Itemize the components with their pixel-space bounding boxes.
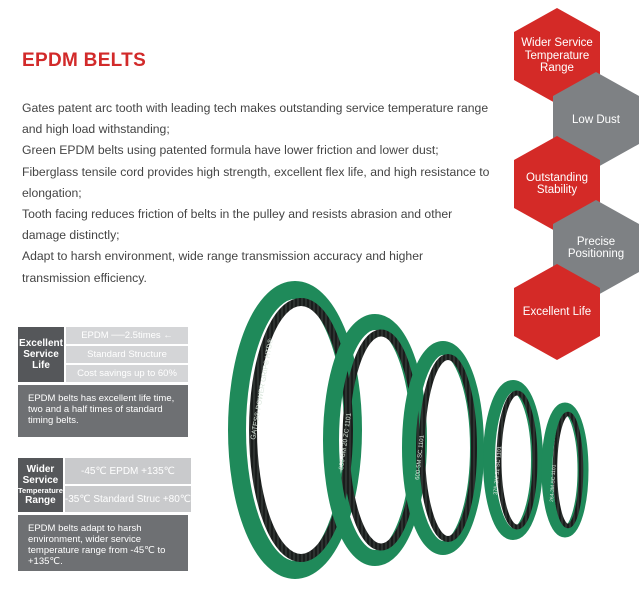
feature-label: Precise Positioning [567,235,625,261]
product-description: Gates patent arc tooth with leading tech… [22,98,490,289]
belt-print: 600-5M SC 1101 [415,434,426,480]
belt-medium: 600-5M SC 1101 [402,341,484,555]
description-line: Gates patent arc tooth with leading tech… [22,101,489,137]
comparison-cell: EPDM ──2.5times ← [66,327,188,344]
feature-label: Excellent Life [522,305,592,318]
service-life-panel: Excellent Service Life EPDM ──2.5times ←… [18,327,188,437]
label-line: Wider Service [22,464,59,486]
belt-print: 375-3M 51 SC 1101 [493,446,503,495]
belt-print: 264-3M SC 1101 [549,464,558,502]
comparison-cell: Cost savings up to 60% [66,365,188,382]
feature-label: Outstanding Stability [525,171,588,197]
belts-illustration: GATES® POWER GRIP® HTD® 800-8M 20 ZC 110… [228,281,589,579]
temperature-range-note: EPDM belts adapt to harsh environment, w… [18,515,188,571]
page-title: EPDM BELTS [22,50,147,71]
service-life-note: EPDM belts has excellent life time, two … [18,385,188,437]
label-line: Range [25,495,56,506]
description-line: Green EPDM belts using patented formula … [22,143,439,158]
description-line: Fiberglass tensile cord provides high st… [22,164,490,200]
belt-small: 375-3M 51 SC 1101 [483,380,543,540]
description-line: Tooth facing reduces friction of belts i… [22,207,453,243]
temperature-cell: -35℃ Standard Struc +80℃ [64,486,192,512]
temperature-cell: -45℃ EPDM +135℃ [64,458,192,484]
feature-label: Wider Service Temperature Range [521,37,593,75]
label-line-small: Temperature [18,486,63,495]
temperature-range-panel: Wider Service Temperature Range -45℃ EPD… [18,458,192,571]
description-line: Adapt to harsh environment, wide range t… [22,249,424,285]
feature-label: Low Dust [572,113,620,126]
temperature-range-label: Wider Service Temperature Range [18,458,63,512]
service-life-label: Excellent Service Life [18,327,64,382]
belt-smallest: 264-3M SC 1101 [541,402,589,538]
comparison-cell: Standard Structure [66,346,188,363]
